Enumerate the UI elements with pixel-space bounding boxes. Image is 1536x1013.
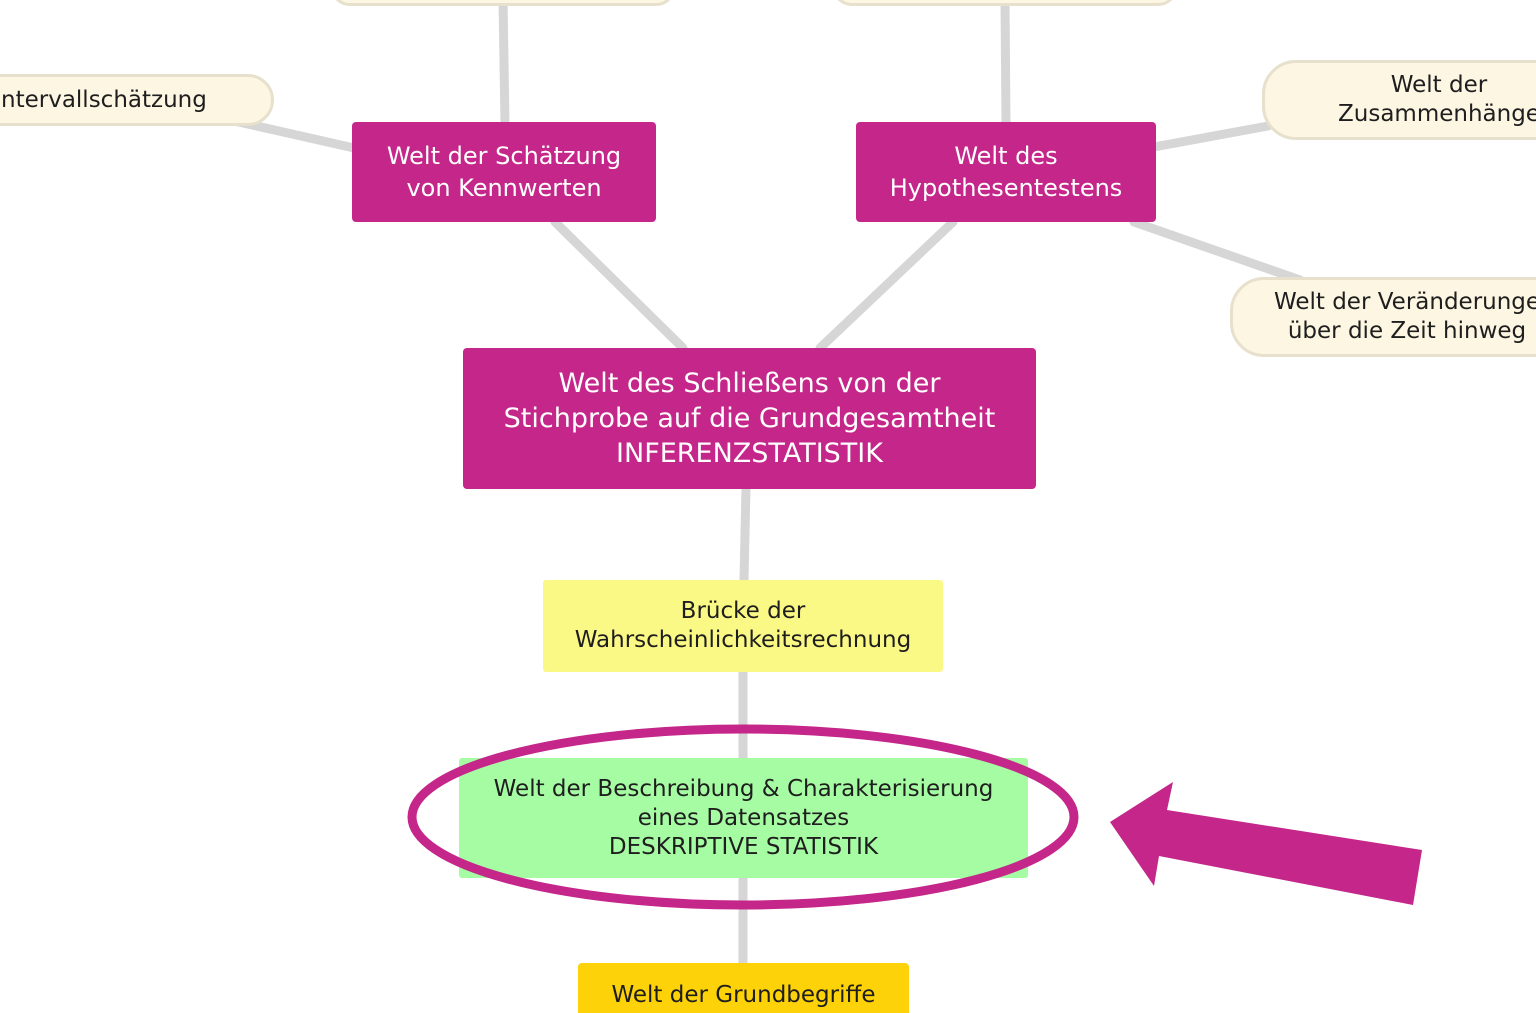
node-schaetzung[interactable]: Welt der Schätzung von Kennwerten <box>352 122 656 222</box>
node-deskriptive-statistik[interactable]: Welt der Beschreibung & Charakterisierun… <box>459 758 1028 878</box>
node-veraenderungen-label: Welt der Veränderunge über die Zeit hinw… <box>1273 289 1536 344</box>
node-inferenzstatistik[interactable]: Welt des Schließens von der Stichprobe a… <box>463 348 1036 489</box>
node-intervallschaetzung[interactable]: ntervallschätzung <box>0 74 274 126</box>
connector-stub-left <box>498 0 510 129</box>
node-veraenderungen[interactable]: Welt der Veränderunge über die Zeit hinw… <box>1230 277 1536 357</box>
node-top-left-stub[interactable] <box>330 0 676 6</box>
node-deskriptive-statistik-label: Welt der Beschreibung & Charakterisierun… <box>493 775 994 860</box>
node-schaetzung-label: Welt der Schätzung von Kennwerten <box>386 142 622 202</box>
connector-stub-right <box>1000 0 1011 129</box>
connector-hypothesen-veraenderungen <box>1129 217 1305 285</box>
node-grundbegriffe[interactable]: Welt der Grundbegriffe <box>578 963 909 1013</box>
node-inferenzstatistik-label: Welt des Schließens von der Stichprobe a… <box>503 368 996 469</box>
node-hypothesentesten-label: Welt des Hypothesentestens <box>889 142 1123 202</box>
connector-hypothesen-inferenz <box>815 217 958 353</box>
node-zusammenhaenge[interactable]: Welt der Zusammenhänge <box>1262 60 1536 140</box>
node-bruecke-wahrscheinlichkeit[interactable]: Brücke der Wahrscheinlichkeitsrechnung <box>543 580 943 672</box>
node-zusammenhaenge-label: Welt der Zusammenhänge <box>1338 72 1536 127</box>
connector-inferenz-bruecke <box>739 483 751 585</box>
node-bruecke-wahrscheinlichkeit-label: Brücke der Wahrscheinlichkeitsrechnung <box>574 598 912 653</box>
node-top-right-stub[interactable] <box>832 0 1178 6</box>
connector-hypothesen-zusammenhaenge <box>1149 121 1273 152</box>
connector-schaetzung-inferenz <box>550 217 688 353</box>
node-hypothesentesten[interactable]: Welt des Hypothesentestens <box>856 122 1156 222</box>
node-intervallschaetzung-label: ntervallschätzung <box>1 86 207 113</box>
node-grundbegriffe-label: Welt der Grundbegriffe <box>611 982 876 1008</box>
